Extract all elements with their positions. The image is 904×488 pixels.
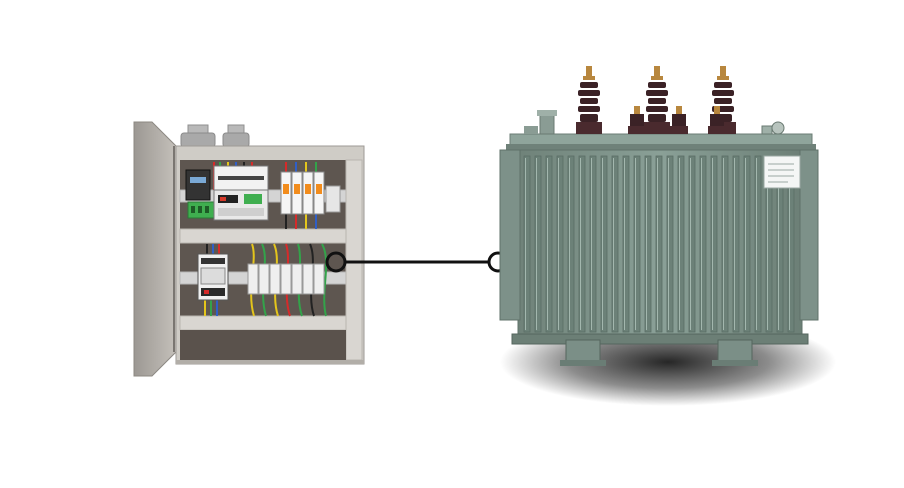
cooling-fin	[732, 155, 740, 333]
cooling-fin	[523, 155, 531, 333]
valve-icon	[761, 121, 785, 135]
terminal-block-icon	[291, 263, 303, 295]
controller-unit-icon	[213, 165, 269, 221]
cooling-fin	[666, 155, 674, 333]
cable-gland-icon	[222, 124, 250, 148]
circuit-breaker-icon	[280, 171, 292, 215]
wire-duct	[179, 315, 347, 331]
cooling-fin	[754, 155, 762, 333]
lv-bushing-icon	[628, 106, 646, 134]
terminal-block-row	[247, 263, 325, 295]
cooling-fin	[710, 155, 718, 333]
cooling-fin	[644, 155, 652, 333]
cooling-fin	[633, 155, 641, 333]
cable-gland-icon	[180, 124, 216, 148]
cooling-fin	[622, 155, 630, 333]
wire-duct	[345, 159, 363, 361]
cooling-fin	[688, 155, 696, 333]
terminal-block-icon	[269, 263, 281, 295]
nameplate-icon	[763, 155, 801, 189]
cable-connector-ring-icon	[325, 251, 347, 273]
lv-bushing-icon	[670, 106, 688, 134]
cooling-fins	[523, 155, 795, 333]
cooling-fin	[534, 155, 542, 333]
transformer-skid	[712, 339, 758, 366]
control-cabinet	[133, 121, 365, 377]
cooling-fin	[721, 155, 729, 333]
lv-bushing-icon	[708, 106, 726, 134]
terminal-block-icon	[247, 263, 259, 295]
connection-cable	[325, 251, 509, 273]
circuit-breaker-icon	[302, 171, 314, 215]
transformer-skid	[560, 339, 606, 366]
cooling-fin	[743, 155, 751, 333]
cooling-fin	[699, 155, 707, 333]
terminal-block-icon	[258, 263, 270, 295]
circuit-breaker-icon	[313, 171, 325, 215]
terminal-block-icon	[325, 185, 341, 213]
hv-bushing-icon	[644, 66, 670, 134]
cooling-fin	[567, 155, 575, 333]
hv-bushing-icon	[576, 66, 602, 134]
cabinet-door	[133, 121, 177, 377]
energy-meter-icon	[197, 253, 229, 301]
wire-duct	[179, 228, 347, 244]
cooling-fin	[677, 155, 685, 333]
cooling-fin	[556, 155, 564, 333]
cabinet-bottom-panel	[180, 330, 346, 360]
cooling-fin	[589, 155, 597, 333]
terminal-block-icon	[280, 263, 292, 295]
cooling-fin	[578, 155, 586, 333]
cooling-fin	[655, 155, 663, 333]
breather-icon	[524, 110, 557, 135]
cooling-fin	[600, 155, 608, 333]
plc-module-icon	[185, 169, 215, 219]
terminal-block-icon	[313, 263, 325, 295]
oil-transformer	[499, 66, 836, 406]
cooling-fin	[545, 155, 553, 333]
cooling-fin	[611, 155, 619, 333]
circuit-breaker-icon	[291, 171, 303, 215]
terminal-block-icon	[302, 263, 314, 295]
